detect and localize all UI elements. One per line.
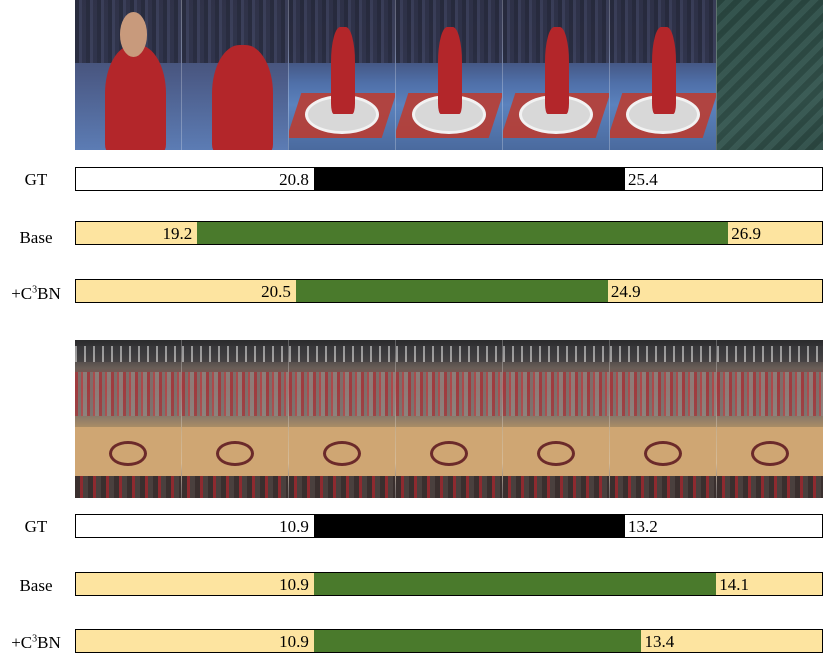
frame-image [609,340,716,498]
label-sup: 3 [32,284,38,296]
segment-pred [197,222,729,244]
segment-pred [313,630,642,652]
frame-image [75,0,181,150]
frame-image [716,0,823,150]
row-label-gt: GT [24,170,48,189]
row-label-base: Base [19,228,53,247]
frame-image [288,0,395,150]
start-time: 20.8 [279,170,309,189]
end-time: 26.9 [731,224,761,243]
end-time: 25.4 [628,170,658,189]
label-sup: 3 [32,633,38,645]
label-suffix: BN [37,633,61,652]
label-prefix: +C [11,284,33,303]
frame-image [502,0,609,150]
end-time: 13.2 [628,517,658,536]
frame-image [716,340,823,498]
start-time: 10.9 [279,632,309,651]
timeline-bar-c3bn: 10.9 13.4 [75,629,823,653]
row-label-c3bn: +C3BN [0,633,72,653]
start-time: 20.5 [261,282,291,301]
video-frames-shotput [75,0,823,150]
video-frames-basketball [75,340,823,498]
end-time: 24.9 [610,282,641,301]
segment-gt [313,168,626,190]
timeline-bar-base: 19.2 26.9 [75,221,823,245]
frame-image [75,340,181,498]
segment-pred [295,280,608,302]
timeline-bar-gt: 10.9 13.2 [75,514,823,538]
timeline-bar-c3bn: 20.5 24.9 [75,279,823,303]
frame-image [395,0,502,150]
segment-pred [313,573,717,595]
frame-image [181,0,288,150]
timeline-bar-gt: 20.8 25.4 [75,167,823,191]
end-time: 13.4 [644,632,675,651]
timeline-bar-base: 10.9 14.1 [75,572,823,596]
frame-image [288,340,395,498]
label-suffix: BN [37,284,61,303]
segment-gt [313,515,626,537]
start-time: 10.9 [279,517,309,536]
label-prefix: +C [11,633,33,652]
frame-image [502,340,609,498]
row-label-c3bn: +C3BN [0,284,72,304]
start-time: 10.9 [279,575,309,594]
start-time: 19.2 [162,224,193,243]
frame-image [609,0,716,150]
row-label-gt: GT [24,517,48,536]
frame-image [395,340,502,498]
frame-image [181,340,288,498]
end-time: 14.1 [719,575,750,594]
row-label-base: Base [19,576,53,595]
